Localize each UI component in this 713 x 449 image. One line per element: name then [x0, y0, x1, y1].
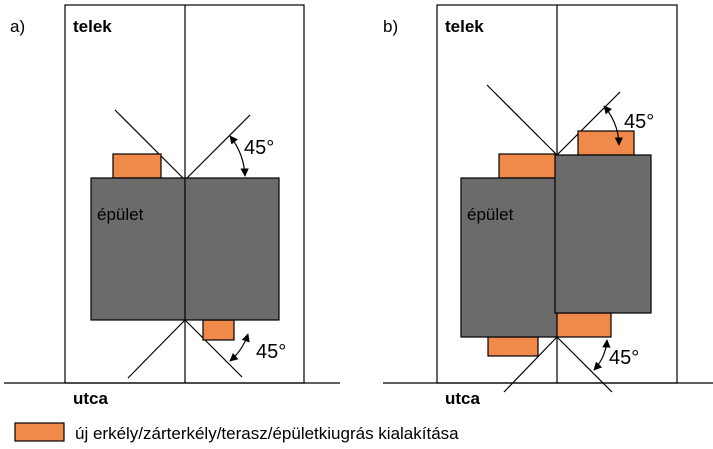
building-b-right — [554, 154, 652, 314]
extension-b-top-right — [577, 130, 635, 156]
panel-label-a: a) — [10, 17, 25, 36]
construction-line-b-bottom-right — [556, 336, 613, 393]
legend-label: új erkély/zárterkély/terasz/épületkiugrá… — [75, 424, 459, 443]
building-b-left — [460, 177, 558, 338]
panel-a: a) telek épület utca 45° 45° — [4, 4, 340, 408]
street-label-b: utca — [445, 389, 481, 408]
extension-b-bottom-left — [487, 336, 539, 357]
panel-b: b) telek épület utca 45° 45° — [383, 4, 713, 408]
construction-line-a-bottom-right — [184, 319, 243, 378]
angle-label-b-top: 45° — [624, 111, 654, 133]
street-label-a: utca — [73, 389, 109, 408]
construction-line-a-top-left — [114, 109, 186, 181]
angle-arc-a-bottom — [229, 333, 250, 362]
angle-arc-b-top — [603, 105, 624, 146]
angle-arc-b-bottom — [593, 339, 611, 371]
building-label-a: épület — [97, 205, 144, 224]
construction-line-a-top-right — [184, 114, 251, 181]
construction-line-a-bottom-left — [127, 319, 186, 379]
angle-label-a-top: 45° — [244, 137, 274, 159]
extension-a-bottom — [202, 319, 235, 341]
plot-label-a: telek — [73, 17, 112, 36]
angle-arc-a-top — [229, 135, 249, 177]
construction-line-b-top-left — [486, 84, 558, 156]
angle-label-a-bottom: 45° — [256, 341, 286, 363]
building-label-b: épület — [467, 205, 514, 224]
extension-a-top — [112, 153, 162, 179]
angle-label-b-bottom: 45° — [609, 347, 639, 369]
construction-line-b-bottom-left — [503, 336, 558, 393]
extension-b-bottom-right — [554, 312, 612, 338]
plot-label-b: telek — [445, 17, 484, 36]
extension-b-top-left — [498, 153, 558, 179]
legend: új erkély/zárterkély/terasz/épületkiugrá… — [14, 422, 459, 443]
panel-label-b: b) — [383, 17, 398, 36]
legend-swatch — [14, 422, 65, 442]
construction-line-b-top-right — [556, 91, 621, 156]
